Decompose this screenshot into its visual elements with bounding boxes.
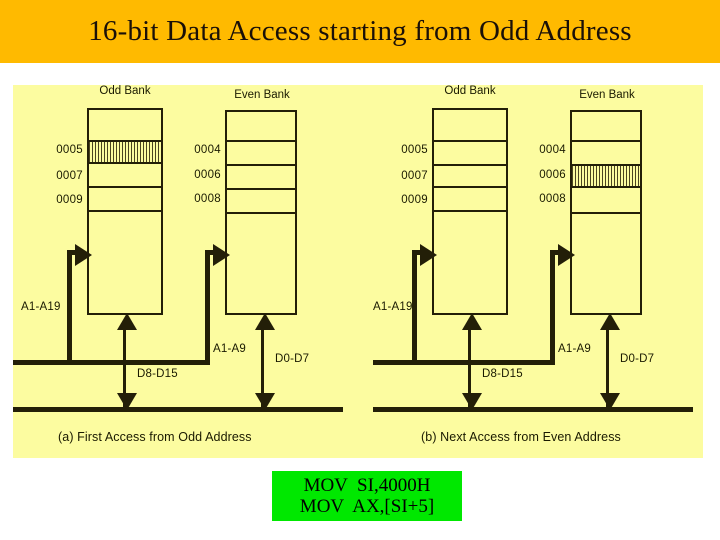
odd-address-label-a-0007: 0007 — [56, 170, 83, 182]
even-bank-row-line-a-2 — [225, 164, 297, 166]
odd-data-bus-line-b — [468, 322, 471, 407]
even-data-bus-label-b: D0-D7 — [620, 353, 655, 365]
odd-address-bus-label-a: A1-A19 — [21, 301, 61, 313]
even-bank-row-line-a-1 — [225, 140, 297, 142]
even-bank-row-line-a-4 — [225, 212, 297, 214]
odd-address-bus-hline-b — [412, 250, 421, 255]
odd-data-bus-arrow-up-b — [462, 313, 482, 330]
odd-bank-row-line-b-2 — [432, 186, 508, 188]
even-address-label-b-0004: 0004 — [539, 144, 566, 156]
address-bus-line-b — [373, 360, 555, 365]
odd-address-bus-vline-a — [67, 250, 72, 365]
odd-address-label-b-0005: 0005 — [401, 144, 428, 156]
even-data-bus-line-a — [261, 322, 264, 407]
odd-address-label-b-0009: 0009 — [401, 194, 428, 206]
odd-data-bus-label-b: D8-D15 — [482, 368, 523, 380]
even-bank-label-a: Even Bank — [234, 89, 290, 101]
even-address-bus-vline-a — [205, 250, 210, 365]
odd-bank-row-line-a-2 — [87, 210, 163, 212]
slide-title-bar: 16-bit Data Access starting from Odd Add… — [0, 0, 720, 63]
even-bank-row-line-b-1 — [570, 140, 642, 142]
data-bus-line-a — [13, 407, 343, 412]
figure-panel: Odd Bank 0005 0007 0009 Even Bank 0004 0… — [13, 85, 703, 458]
even-address-label-b-0008: 0008 — [539, 193, 566, 205]
odd-bank-row-line-b-1 — [432, 164, 508, 166]
code-line-1: MOV SI,4000H — [303, 475, 431, 497]
code-line-2: MOV AX,[SI+5] — [299, 496, 435, 517]
odd-data-bus-line-a — [123, 322, 126, 407]
diagram-caption-a: (a) First Access from Odd Address — [58, 430, 252, 444]
even-data-bus-arrow-down-a — [255, 393, 275, 410]
even-bank-label-b: Even Bank — [579, 89, 635, 101]
even-data-bus-arrow-up-b — [600, 313, 620, 330]
even-address-bus-hline-a — [205, 250, 214, 255]
data-bus-line-b — [373, 407, 693, 412]
even-address-label-a-0006: 0006 — [194, 169, 221, 181]
odd-bank-row-line-b-3 — [432, 210, 508, 212]
odd-bank-label-b: Odd Bank — [444, 85, 496, 97]
even-data-bus-arrow-up-a — [255, 313, 275, 330]
odd-address-bus-arrowhead-a — [75, 244, 92, 266]
odd-data-bus-arrow-down-b — [462, 393, 482, 410]
odd-bank-highlighted-cell-a — [89, 140, 161, 164]
odd-address-label-a-0009: 0009 — [56, 194, 83, 206]
even-data-bus-label-a: D0-D7 — [275, 353, 310, 365]
odd-address-label-b-0007: 0007 — [401, 170, 428, 182]
even-bank-highlighted-cell-b — [572, 164, 640, 188]
odd-address-label-a-0005: 0005 — [56, 144, 83, 156]
even-address-bus-label-a: A1-A9 — [213, 343, 246, 355]
even-bank-row-line-a-3 — [225, 188, 297, 190]
even-address-bus-label-b: A1-A9 — [558, 343, 591, 355]
odd-address-bus-hline-a — [67, 250, 76, 255]
page-title: 16-bit Data Access starting from Odd Add… — [88, 15, 632, 47]
even-address-label-a-0004: 0004 — [194, 144, 221, 156]
odd-address-bus-vline-b — [412, 250, 417, 365]
even-address-label-b-0006: 0006 — [539, 169, 566, 181]
even-address-bus-arrowhead-a — [213, 244, 230, 266]
odd-bank-row-line-b-0 — [432, 140, 508, 142]
even-address-bus-arrowhead-b — [558, 244, 575, 266]
odd-bank-label-a: Odd Bank — [99, 85, 151, 97]
even-bank-row-line-b-4 — [570, 212, 642, 214]
even-address-label-a-0008: 0008 — [194, 193, 221, 205]
even-data-bus-line-b — [606, 322, 609, 407]
assembly-code-box: MOV SI,4000H MOV AX,[SI+5] — [272, 471, 462, 521]
even-data-bus-arrow-down-b — [600, 393, 620, 410]
diagram-caption-b: (b) Next Access from Even Address — [421, 430, 621, 444]
address-bus-line-a — [13, 360, 210, 365]
odd-bank-row-line-a-1 — [87, 186, 163, 188]
even-address-bus-hline-b — [550, 250, 559, 255]
odd-address-bus-arrowhead-b — [420, 244, 437, 266]
odd-address-bus-label-b: A1-A19 — [373, 301, 413, 313]
diagram-a: Odd Bank 0005 0007 0009 Even Bank 0004 0… — [13, 85, 358, 458]
diagram-b: Odd Bank 0005 0007 0009 Even Bank 0004 0… — [373, 85, 703, 458]
odd-data-bus-arrow-down-a — [117, 393, 137, 410]
even-address-bus-vline-b — [550, 250, 555, 365]
odd-data-bus-label-a: D8-D15 — [137, 368, 178, 380]
odd-data-bus-arrow-up-a — [117, 313, 137, 330]
